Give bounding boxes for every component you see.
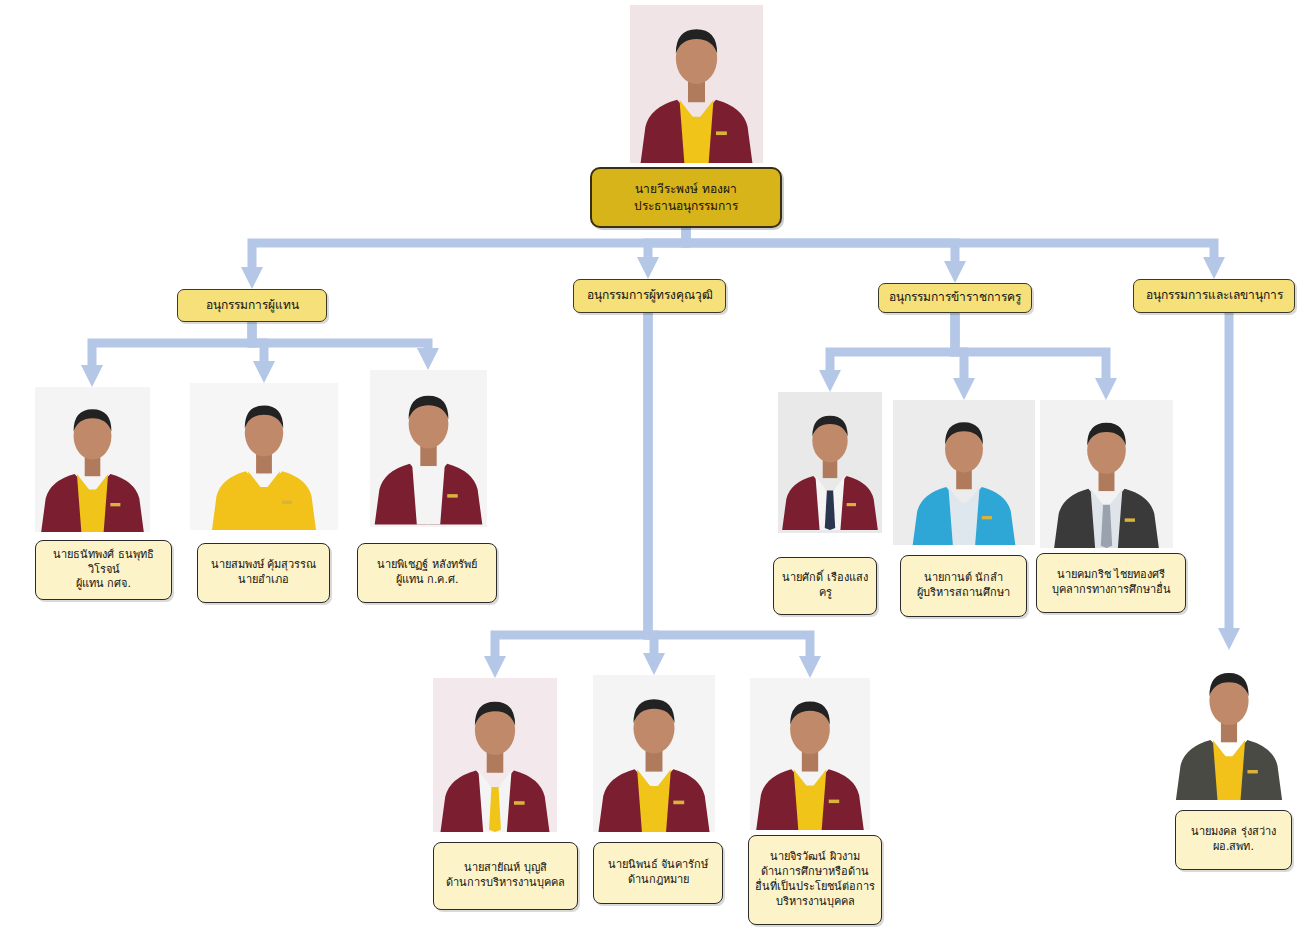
chair-box: นายวีระพงษ์ ทองผาประธานอนุกรรมการ [590,167,782,228]
node-title: นายพิเชฏฐ์ หลังทรัพย์ [363,558,491,573]
node-title: นายกานต์ นักลำ [906,571,1021,586]
node-title: นายศักดิ์ เรืองแสง [779,571,871,586]
connector-arrow [1225,313,1234,628]
member-card: นายจิรวัฒน์ ผิวงามด้านการศึกษาหรือด้านอื… [748,678,882,933]
label-panel: นายนิพนธ์ จันคารักษ์ด้านกฎหมาย [593,842,723,904]
node-title: อนุกรรมการข้าราชการครู [889,290,1021,306]
connector-arrow [252,322,428,348]
label-panel: นายคมกริช ไชยทองศรีบุคลากรทางการศึกษาอื่… [1036,553,1186,613]
node-title: นายสายัณห์ บุญสิ [439,861,572,876]
member-card: นายสายัณห์ บุญสิด้านการบริหารงานบุคคล [433,678,578,910]
portrait-photo [190,383,338,530]
connector-arrow [830,313,955,370]
node-subtitle: ประธานอนุกรรมการ [634,198,738,215]
group-box: อนุกรรมการและเลขานุการ [1133,279,1295,313]
connector-arrow [495,313,648,656]
node-title: นายมงคล รุ่งสว่าง [1181,825,1286,840]
label-panel: นายศักดิ์ เรืองแสงครู [773,557,877,615]
node-title: อนุกรรมการผู้ทรงคุณวุฒิ [587,288,713,304]
portrait-photo [433,678,557,832]
label-panel: นายสายัณห์ บุญสิด้านการบริหารงานบุคคล [433,842,578,910]
portrait-photo [370,370,487,527]
label-panel: นายจิรวัฒน์ ผิวงามด้านการศึกษาหรือด้านอื… [748,835,882,925]
node-title: นายวีระพงษ์ ทองผา [635,181,737,198]
label-panel: นายกานต์ นักลำผู้บริหารสถานศึกษา [900,555,1027,617]
member-card: นายสมพงษ์ คุ้มสุวรรณนายอำเภอ [190,383,338,603]
portrait-photo [1040,400,1173,548]
portrait-photo [1163,650,1295,800]
connector-arrow [686,228,1214,257]
portrait-photo [593,675,715,832]
node-title: นายคมกริช ไชยทองศรี [1042,568,1180,583]
node-subtitle: ผู้บริหารสถานศึกษา [906,586,1021,601]
node-subtitle: ครู [779,586,871,601]
portrait-photo [35,387,150,532]
node-title: อนุกรรมการและเลขานุการ [1146,288,1283,304]
node-title: อนุกรรมการผู้แทน [206,298,299,314]
connector-arrow [252,228,686,267]
group-box: อนุกรรมการผู้แทน [177,289,327,322]
portrait-photo [778,392,882,533]
member-card: นายนิพนธ์ จันคารักษ์ด้านกฎหมาย [593,675,723,904]
connector-arrow [92,322,252,365]
connector-arrow [648,228,686,257]
label-panel: นายพิเชฏฐ์ หลังทรัพย์ผู้แทน ก.ค.ศ. [357,543,497,603]
member-card: นายศักดิ์ เรืองแสงครู [773,392,882,615]
label-panel: นายมงคล รุ่งสว่างผอ.สพท. [1175,810,1292,870]
node-subtitle: ด้านการศึกษาหรือด้านอื่นที่เป็นประโยชน์ต… [754,865,876,910]
node-title: นายจิรวัฒน์ ผิวงาม [754,850,876,865]
node-subtitle: ด้านการบริหารงานบุคคล [439,876,572,891]
group-box: อนุกรรมการผู้ทรงคุณวุฒิ [573,279,726,313]
portrait-photo [893,400,1035,545]
member-card: นายมงคล รุ่งสว่างผอ.สพท. [1163,650,1295,870]
node-title: นายนิพนธ์ จันคารักษ์ [599,858,717,873]
group-box: อนุกรรมการข้าราชการครู [878,283,1032,313]
node-subtitle: ผู้แทน ก.ค.ศ. [363,573,491,588]
connector-arrow [955,313,1106,378]
portrait-photo [630,5,763,163]
member-card: นายพิเชฏฐ์ หลังทรัพย์ผู้แทน ก.ค.ศ. [357,370,497,603]
member-card: นายธนัทพงศ์ ธนพุทธิวิโรจน์ผู้แทน กศจ. [35,387,172,600]
node-title: นายสมพงษ์ คุ้มสุวรรณ [203,558,324,573]
label-panel: นายสมพงษ์ คุ้มสุวรรณนายอำเภอ [197,543,330,603]
member-card: นายคมกริช ไชยทองศรีบุคลากรทางการศึกษาอื่… [1040,400,1190,613]
member-card: นายกานต์ นักลำผู้บริหารสถานศึกษา [893,400,1035,617]
node-title: นายธนัทพงศ์ ธนพุทธิวิโรจน์ [41,548,166,578]
node-subtitle: ผอ.สพท. [1181,840,1286,855]
node-subtitle: บุคลากรทางการศึกษาอื่น [1042,583,1180,598]
portrait-photo [750,678,870,830]
node-subtitle: ผู้แทน กศจ. [41,577,166,592]
node-subtitle: ด้านกฎหมาย [599,873,717,888]
node-subtitle: นายอำเภอ [203,573,324,588]
label-panel: นายธนัทพงศ์ ธนพุทธิวิโรจน์ผู้แทน กศจ. [35,540,172,600]
